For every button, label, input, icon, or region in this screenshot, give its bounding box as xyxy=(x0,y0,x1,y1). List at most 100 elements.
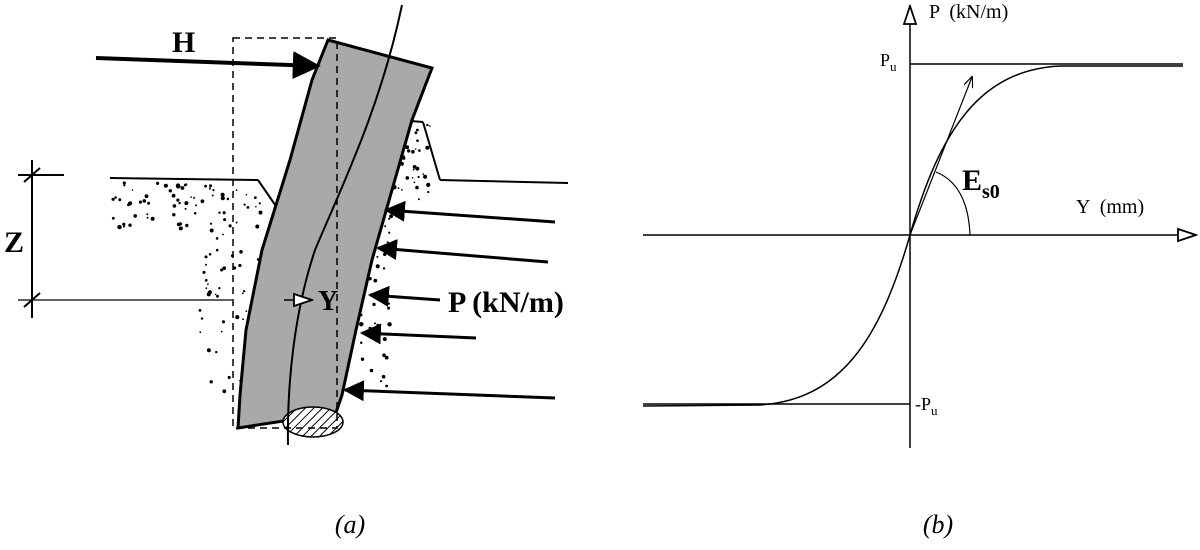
soil-speck xyxy=(204,255,208,259)
soil-speck xyxy=(175,183,181,188)
soil-speck xyxy=(387,322,392,327)
soil-speck xyxy=(205,263,207,266)
soil-speck xyxy=(407,149,411,153)
soil-speck xyxy=(195,204,198,207)
soil-speck xyxy=(425,145,430,150)
soil-speck xyxy=(359,322,364,327)
soil-speck xyxy=(168,189,172,193)
soil-speck xyxy=(200,199,205,204)
soil-speck xyxy=(178,201,181,205)
soil-speck xyxy=(156,181,160,185)
soil-speck xyxy=(211,194,214,197)
soil-speck xyxy=(209,380,213,384)
soil-speck xyxy=(199,331,202,334)
soil-speck xyxy=(226,197,230,201)
soil-speck xyxy=(138,200,142,204)
soil-speck xyxy=(372,302,376,307)
soil-speck xyxy=(242,318,244,321)
soil-speck xyxy=(122,222,126,226)
soil-speck xyxy=(126,203,130,207)
soil-speck xyxy=(259,212,262,215)
soil-speck xyxy=(207,283,209,285)
soil-speck xyxy=(258,202,261,205)
neg-pu-label: -Pu xyxy=(915,394,938,418)
soil-speck xyxy=(389,214,394,219)
pile-diagram: H Z Y P (kN/m) (a) xyxy=(4,4,569,539)
soil-speck xyxy=(375,264,380,269)
soil-speck xyxy=(416,139,419,142)
soil-speck xyxy=(235,189,238,192)
soil-speck xyxy=(245,310,248,312)
soil-speck xyxy=(202,270,206,274)
force-h-label: H xyxy=(172,26,195,59)
soil-speck xyxy=(376,323,380,327)
soil-speck xyxy=(222,389,227,394)
soil-speck xyxy=(218,287,221,290)
soil-speck xyxy=(246,206,250,209)
original-pile-outline xyxy=(232,37,338,429)
soil-speck xyxy=(220,196,225,201)
soil-speck xyxy=(235,315,240,320)
caption-a: (a) xyxy=(335,510,365,539)
soil-speck xyxy=(144,194,149,199)
soil-speck xyxy=(397,187,400,190)
soil-speck xyxy=(255,224,260,229)
soil-speck xyxy=(183,183,187,187)
soil-speck xyxy=(212,189,215,192)
soil-speck xyxy=(131,189,134,191)
soil-speck xyxy=(379,380,383,383)
soil-speck xyxy=(426,123,429,127)
soil-speck xyxy=(360,357,365,361)
soil-speck xyxy=(412,165,417,169)
soil-speck xyxy=(414,148,417,150)
soil-speck xyxy=(193,196,196,199)
soil-speck xyxy=(122,225,125,228)
soil-speck xyxy=(193,212,197,215)
modulus-label: Es0 xyxy=(962,164,1000,203)
soil-speck xyxy=(147,201,151,205)
soil-speck xyxy=(215,350,218,354)
soil-speck xyxy=(208,187,211,190)
soil-speck xyxy=(172,204,177,208)
soil-speck xyxy=(200,317,204,320)
soil-speck xyxy=(117,224,122,230)
soil-speck xyxy=(417,175,420,179)
soil-speck xyxy=(209,222,213,225)
soil-speck xyxy=(405,176,410,180)
soil-speck xyxy=(176,222,181,227)
pile-body xyxy=(236,38,434,432)
soil-speck xyxy=(221,320,226,324)
soil-speck xyxy=(255,205,257,208)
soil-speck xyxy=(184,207,187,210)
soil-speck xyxy=(150,216,155,221)
p-y-curve xyxy=(642,65,1183,407)
soil-speck xyxy=(185,223,189,228)
soil-speck xyxy=(172,213,176,217)
soil-speck xyxy=(178,226,183,231)
soil-speck xyxy=(411,150,415,154)
soil-speck xyxy=(235,221,238,224)
soil-speck xyxy=(171,193,176,198)
soil-speck xyxy=(163,183,168,188)
soil-speck xyxy=(423,174,428,179)
soil-speck xyxy=(243,203,246,206)
soil-speck xyxy=(374,322,376,325)
modulus-angle-arc xyxy=(935,171,971,236)
soil-speck xyxy=(388,217,391,220)
caption-b: (b) xyxy=(923,510,953,539)
soil-speck xyxy=(111,197,115,201)
soil-speck xyxy=(387,302,390,305)
soil-speck xyxy=(368,326,372,330)
soil-reaction-arrows xyxy=(342,200,556,402)
depth-dimension xyxy=(18,160,232,318)
force-h-arrow xyxy=(95,51,321,80)
soil-speck xyxy=(382,337,387,342)
soil-speck xyxy=(207,290,212,295)
soil-speck xyxy=(360,341,363,344)
soil-speck xyxy=(401,189,403,191)
soil-speck xyxy=(184,201,189,206)
soil-speck xyxy=(222,233,225,236)
soil-speck xyxy=(387,306,391,310)
soil-speck xyxy=(209,184,213,188)
